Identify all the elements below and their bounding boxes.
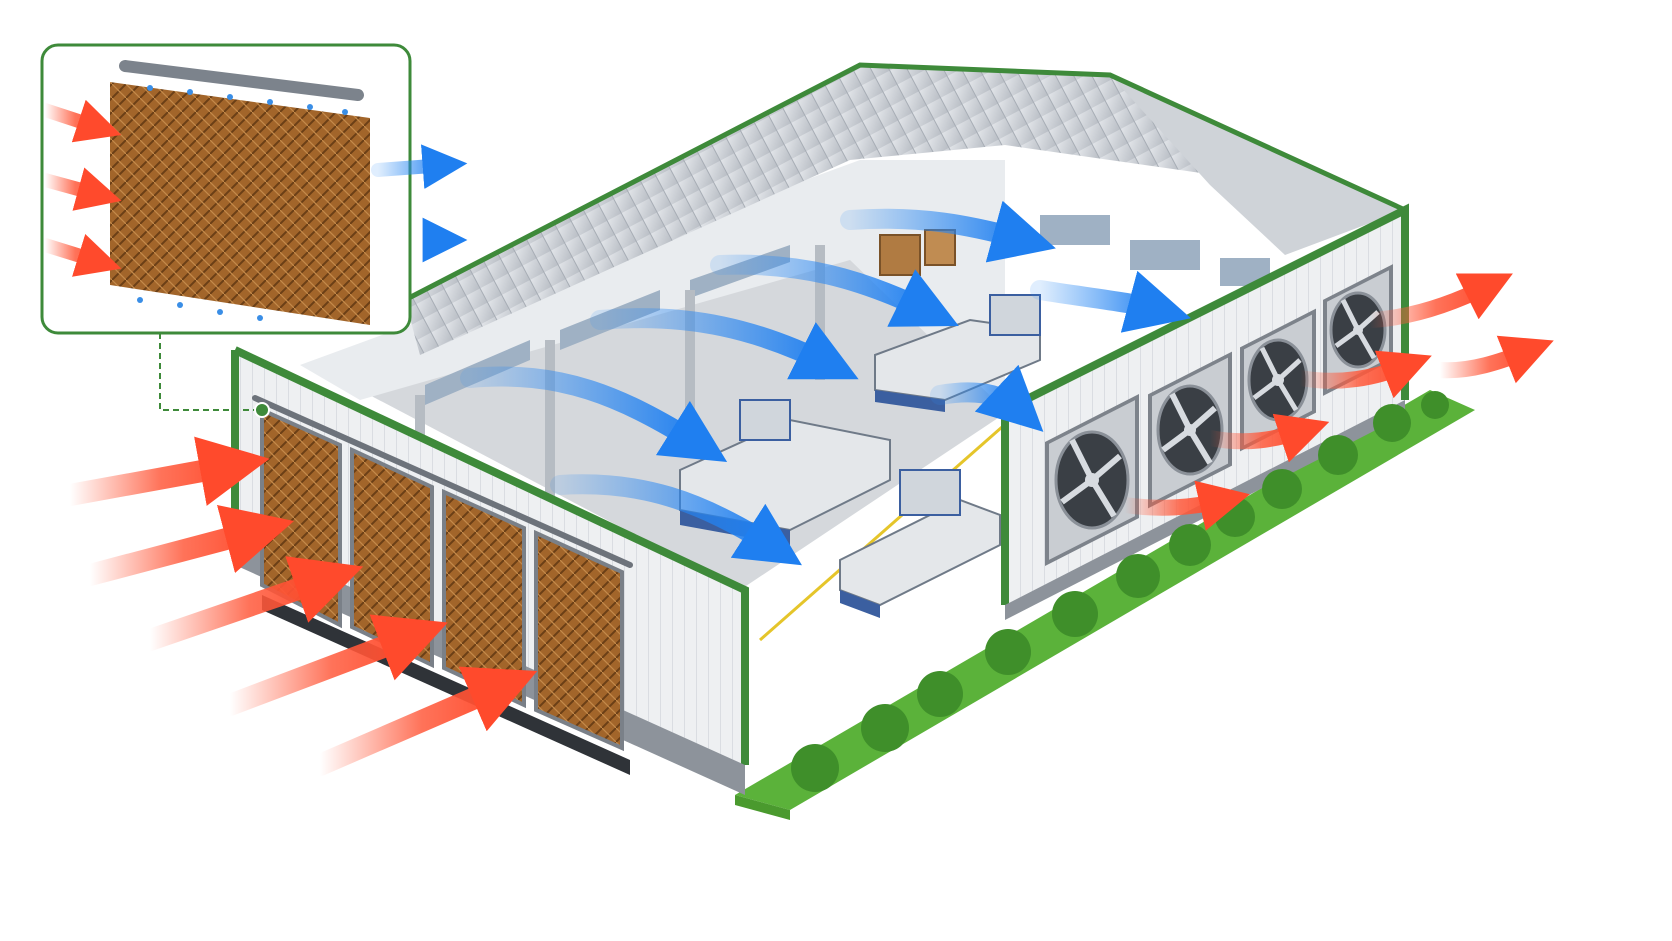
warm-air-arrow xyxy=(139,556,364,651)
cool-air-arrow xyxy=(550,474,802,566)
inset-leader-line xyxy=(159,333,262,411)
front-wall-trim xyxy=(233,346,749,765)
shrub-icon xyxy=(861,704,909,752)
shrub-icon xyxy=(1318,435,1358,475)
warm-air-arrow xyxy=(59,436,270,506)
cooling-pad-icon xyxy=(442,488,526,709)
cool-air-arrow xyxy=(590,308,859,380)
pad-detail-inset xyxy=(38,43,468,418)
inset-anchor-dot xyxy=(254,402,270,418)
grass-edge xyxy=(735,795,790,820)
cool-air-arrows xyxy=(460,200,1191,566)
inset-cooling-pad xyxy=(110,82,370,325)
exhaust-air-arrow xyxy=(1202,413,1330,463)
water-pipe-icon xyxy=(252,395,633,568)
water-pipe-icon xyxy=(119,60,364,101)
machine-icon xyxy=(874,294,1041,412)
warm-air-intake-arrows xyxy=(59,436,538,776)
exhaust-air-arrow xyxy=(1362,273,1513,328)
exhaust-fans xyxy=(1045,264,1393,566)
shrub-icon xyxy=(1373,404,1411,442)
exhaust-fan-icon xyxy=(1323,264,1393,396)
warm-air-arrow xyxy=(219,614,448,716)
cool-air-arrow xyxy=(710,254,959,327)
inset-warm-arrows xyxy=(38,99,122,277)
warm-air-exhaust-arrows xyxy=(1117,273,1554,531)
floor-yellow-line xyxy=(759,418,1011,642)
cool-air-arrow xyxy=(1030,270,1191,333)
shrub-icon xyxy=(791,744,839,792)
cooling-pad-icon xyxy=(534,529,624,752)
exhaust-air-arrow xyxy=(1117,480,1250,531)
shrub-icon xyxy=(1421,391,1449,419)
side-wall-trim xyxy=(1003,203,1409,414)
exhaust-air-arrow xyxy=(1292,350,1432,399)
exhaust-fan-icon xyxy=(1148,351,1232,509)
cool-air-arrow xyxy=(460,366,728,462)
roof-trim xyxy=(403,62,1407,303)
back-wall xyxy=(300,160,1005,410)
water-drops xyxy=(137,85,348,321)
shrub-icon xyxy=(917,671,963,717)
shrub-icon xyxy=(1116,554,1160,598)
machine-icon xyxy=(839,469,1001,618)
shrub-icon xyxy=(1052,591,1098,637)
pad-gutter xyxy=(262,595,630,775)
roof-right-slope xyxy=(1110,75,1405,255)
shrub-icon xyxy=(1169,524,1211,566)
inset-cool-arrows xyxy=(371,144,468,263)
warm-air-arrow xyxy=(79,504,295,586)
exhaust-air-arrow xyxy=(1432,335,1554,384)
roof xyxy=(405,65,1270,355)
warm-air-arrow xyxy=(309,666,538,776)
cool-air-arrow xyxy=(840,200,1056,263)
shrub-icon xyxy=(985,629,1031,675)
cool-air-arrow xyxy=(930,364,1044,432)
pallet-icon xyxy=(879,229,956,276)
shrub-icon xyxy=(1262,469,1302,509)
exhaust-fan-icon xyxy=(1045,394,1139,566)
